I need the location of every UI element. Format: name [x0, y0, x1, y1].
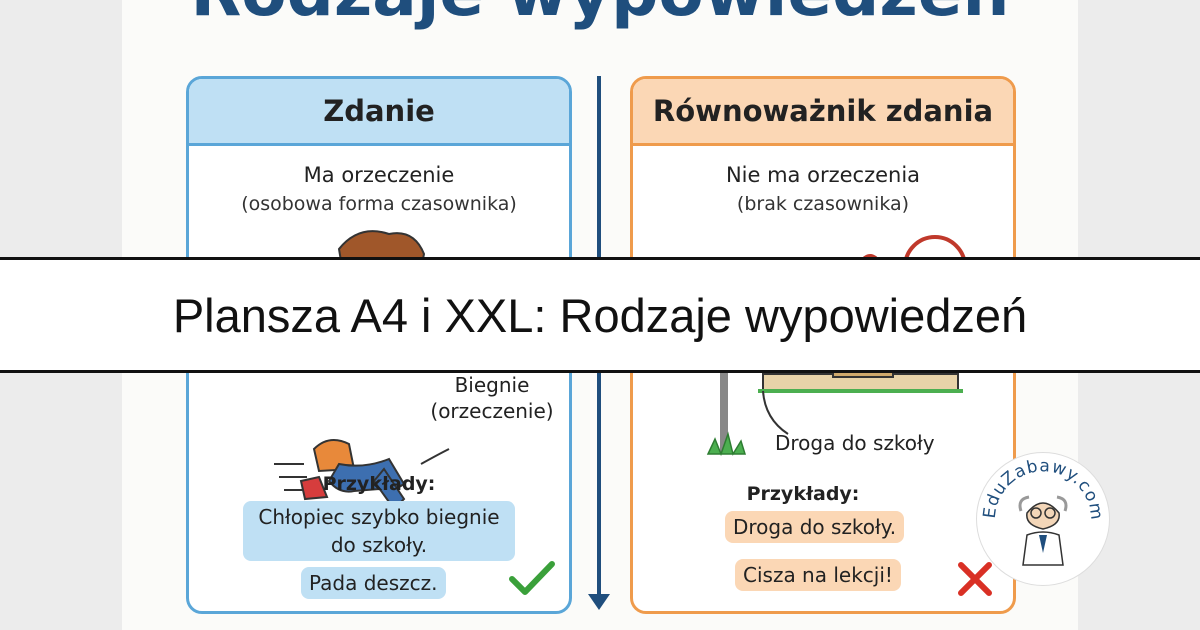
examples-heading: Przykłady:: [322, 473, 436, 495]
examples-heading: Przykłady:: [746, 483, 860, 505]
check-icon: [509, 561, 555, 595]
example-line: do szkoły.: [330, 533, 428, 557]
poster-title: Rodzaje wypowiedzeń: [0, 0, 1200, 31]
title-banner: Plansza A4 i XXL: Rodzaje wypowiedzeń: [0, 257, 1200, 373]
card-sentence-line2: (osobowa forma czasownika): [241, 193, 517, 215]
figure-label-predicate: (orzeczenie): [430, 399, 554, 423]
divider-arrow-icon: [588, 594, 610, 610]
eduzabawy-logo: EduZabawy.com: [976, 452, 1110, 586]
figure-label-road: Droga do szkoły: [775, 431, 935, 455]
example-line: Chłopiec szybko biegnie: [258, 505, 500, 529]
example-chip: Droga do szkoły.: [725, 511, 905, 543]
card-equivalent-header: Równoważnik zdania: [633, 79, 1013, 146]
cross-icon: [958, 562, 992, 596]
example-chip: Pada deszcz.: [301, 567, 446, 599]
card-sentence-line1: Ma orzeczenie: [303, 163, 455, 187]
card-equivalent-line1: Nie ma orzeczenia: [725, 163, 921, 187]
logo-graphic: EduZabawy.com: [980, 456, 1106, 566]
card-equivalent-line2: (brak czasownika): [736, 193, 910, 215]
figure-label-verb: Biegnie: [454, 373, 530, 397]
example-chip: Cisza na lekcji!: [735, 559, 901, 591]
example-chip: Chłopiec szybko biegnie do szkoły.: [243, 501, 515, 561]
card-sentence-header: Zdanie: [189, 79, 569, 146]
